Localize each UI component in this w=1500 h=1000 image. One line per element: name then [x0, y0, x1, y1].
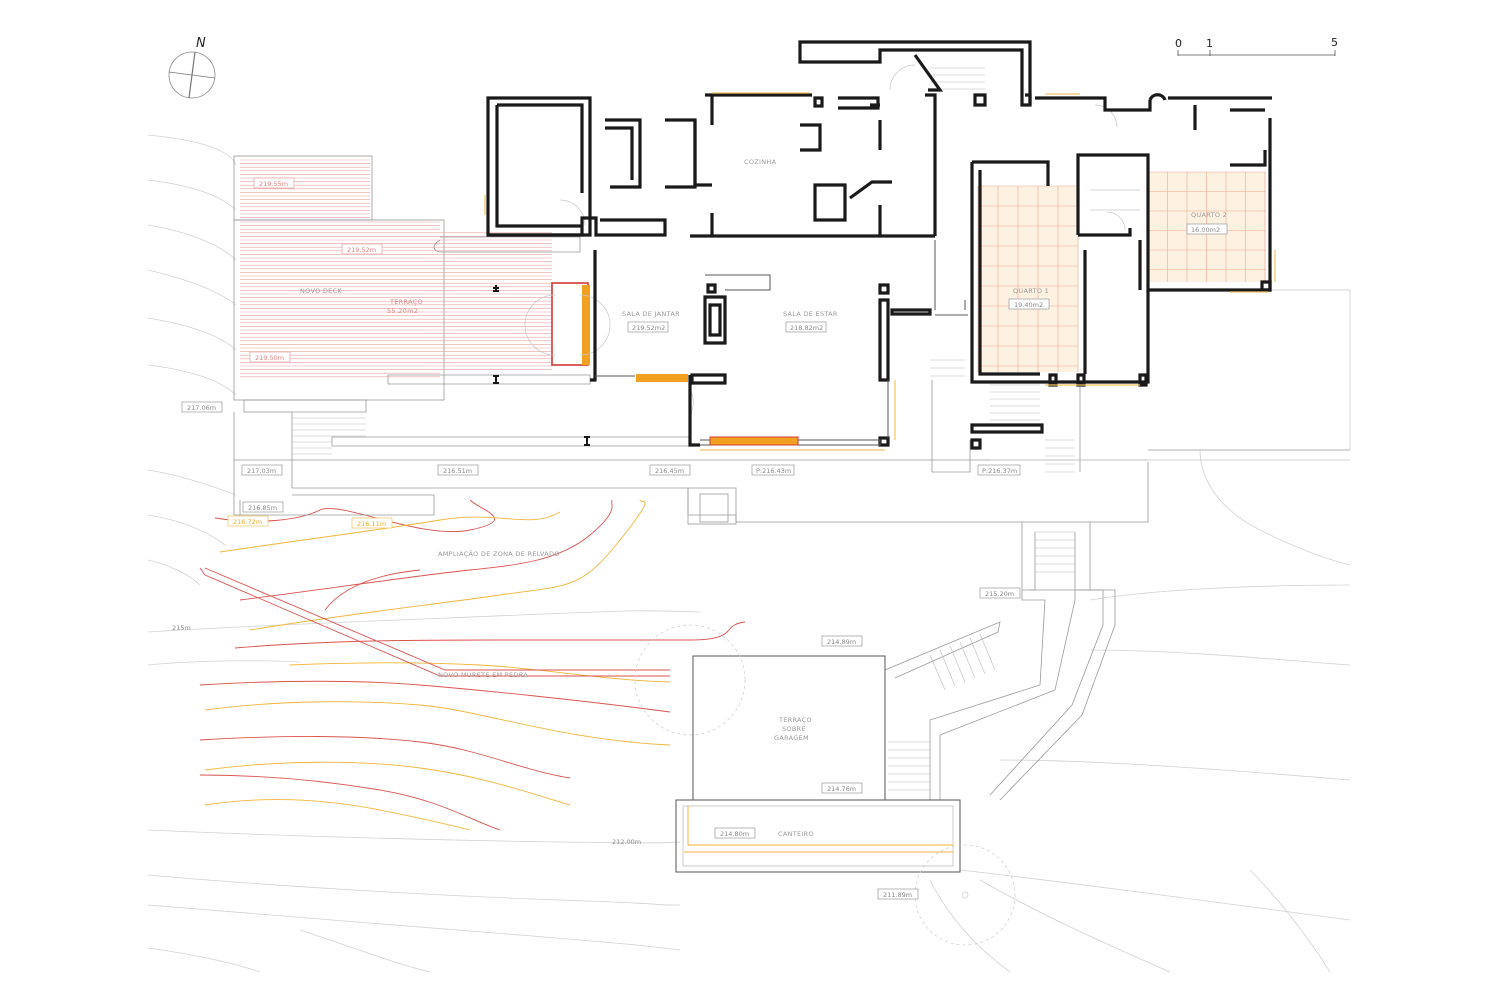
level-mark: 216.85m: [248, 504, 277, 512]
room-label-sala-jantar: SALA DE JANTAR: [622, 310, 680, 318]
level-mark: 215.20m: [985, 590, 1014, 598]
level-mark: 217.06m: [187, 404, 216, 412]
level-mark: 216.45m: [655, 467, 684, 475]
level-mark: 214.80m: [720, 830, 749, 838]
quarto-tiles: [977, 171, 1266, 372]
level-mark: 216.72m: [233, 518, 262, 526]
level-mark: 214.89m: [827, 638, 856, 646]
label-canteiro: CANTEIRO: [778, 830, 814, 838]
room-label-cozinha: COZINHA: [744, 158, 777, 166]
site-outlines: [233, 64, 1351, 946]
new-deck: [233, 155, 590, 401]
room-area-terraco: 55.20m2: [387, 307, 418, 315]
label-murete: NOVO MURETE EM PEDRA: [438, 671, 528, 679]
north-arrow: N: [168, 36, 216, 99]
label-ampliacao: AMPLIAÇÃO DE ZONA DE RELVADO: [438, 549, 560, 558]
north-label: N: [196, 36, 206, 51]
terrain-contours: [147, 134, 1351, 973]
level-mark: P:216.37m: [982, 467, 1017, 475]
room-label-sala-estar: SALA DE ESTAR: [783, 310, 838, 318]
scale-tick-1: 1: [1206, 37, 1213, 50]
level-mark: 219.52m: [347, 246, 376, 254]
contour-label: 212.00m: [612, 838, 641, 846]
label-terraco-garagem-1: TERRAÇO: [778, 716, 812, 724]
scale-bar: 0 1 5: [1175, 36, 1338, 56]
level-marks: 219.55m 219.52m 219.50m 217.06m 217.03m …: [172, 177, 1021, 900]
building-walls: [486, 40, 1272, 450]
scale-tick-5: 5: [1331, 36, 1338, 49]
room-area-sala-jantar: 219.52m2: [632, 324, 665, 332]
level-mark: 216.11m: [357, 520, 386, 528]
label-terraco-garagem-2: SOBRE: [782, 725, 806, 733]
room-area-sala-estar: 218.82m2: [790, 324, 823, 332]
level-mark: 217.03m: [247, 467, 276, 475]
room-label-terraco: TERRAÇO: [389, 298, 423, 306]
level-mark: 214.76m: [827, 785, 856, 793]
room-label-quarto1: QUARTO 1: [1013, 287, 1049, 295]
level-mark: 219.55m: [259, 180, 288, 188]
room-area-quarto1: 19.40m2: [1014, 301, 1043, 309]
room-labels: COZINHA SALA DE JANTAR 219.52m2 SALA DE …: [300, 158, 1228, 838]
label-terraco-garagem-3: GARAGEM: [774, 734, 809, 742]
level-mark: 219.50m: [255, 354, 284, 362]
level-mark: 216.51m: [443, 467, 472, 475]
room-area-quarto2: 16.00m2: [1191, 226, 1220, 234]
contour-label: 215m: [172, 624, 191, 632]
room-label-quarto2: QUARTO 2: [1191, 211, 1227, 219]
new-openings: [484, 92, 1276, 451]
level-mark: P:216.43m: [756, 467, 791, 475]
level-mark: 211.89m: [883, 891, 912, 899]
scale-tick-0: 0: [1175, 37, 1182, 50]
room-label-novo-deck: NOVO DECK: [300, 287, 342, 295]
